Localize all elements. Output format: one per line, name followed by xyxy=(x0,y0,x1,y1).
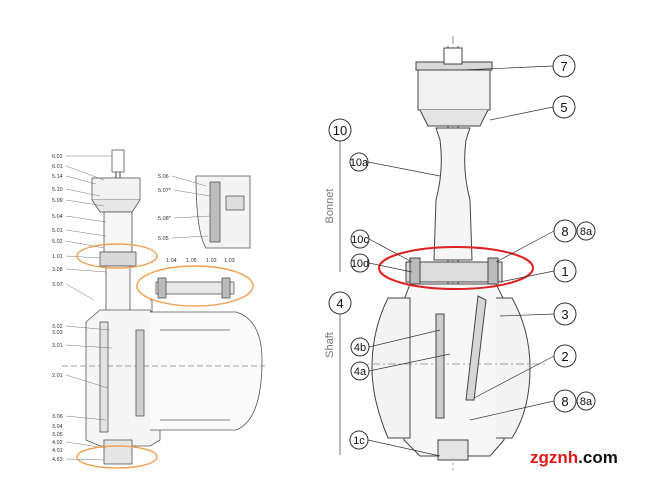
callout-8a: 8a xyxy=(580,226,593,238)
label-3-08: 3.08 xyxy=(52,267,63,273)
left-leader-lines xyxy=(65,155,113,461)
inset-leaders xyxy=(171,175,211,239)
callout-texts: 10 10a 10c 10d 4 4b 4a 1c 7 5 8 8a 1 3 2… xyxy=(333,59,593,447)
watermark-suffix: .com xyxy=(578,448,618,467)
callout-8a-lower: 8a xyxy=(580,396,593,408)
label-5-08: 5.08* xyxy=(158,216,172,222)
callout-10c: 10c xyxy=(351,234,369,246)
label-4-02: 4.02 xyxy=(52,440,63,446)
label-2-01: 2.01 xyxy=(52,373,63,379)
label-3-01: 3.01 xyxy=(52,343,63,349)
callout-1: 1 xyxy=(561,264,568,279)
label-3-05: 3.05 xyxy=(52,432,63,438)
label-6-01: 6.01 xyxy=(52,164,63,170)
callout-8-lower: 8 xyxy=(561,394,568,409)
label-4-63: 4.63 xyxy=(52,457,63,463)
callout-1c: 1c xyxy=(353,435,365,447)
callout-5: 5 xyxy=(560,100,567,115)
left-highlights xyxy=(76,243,254,469)
callout-8: 8 xyxy=(561,224,568,239)
highlight-packing-ellipse xyxy=(76,243,158,269)
label-5-09: 5.09 xyxy=(52,198,63,204)
label-5-06: 5.06 xyxy=(158,174,169,180)
watermark: zgznh.com xyxy=(530,448,618,467)
callouts xyxy=(328,54,596,450)
watermark-brand: zgznh xyxy=(530,448,578,467)
left-label-column: 6.02 6.01 5.14 5.10 5.09 5.04 5.01 5.02 … xyxy=(52,154,63,463)
label-1-05: 1.05 xyxy=(186,258,197,264)
bonnet-flange-highlight xyxy=(378,246,534,290)
label-4-01: 4.01 xyxy=(52,448,63,454)
right-valve-drawing xyxy=(356,36,548,470)
label-5-02: 5.02 xyxy=(52,239,63,245)
callout-leaders xyxy=(367,65,555,457)
callout-10: 10 xyxy=(333,123,347,138)
label-5-10: 5.10 xyxy=(52,187,63,193)
callout-7: 7 xyxy=(560,59,567,74)
left-valve-drawing xyxy=(62,149,265,465)
label-3-06: 3.06 xyxy=(52,414,63,420)
callout-10d: 10d xyxy=(351,258,369,270)
bonnet-section-label: Bonnet xyxy=(324,189,336,224)
label-1-01: 1.01 xyxy=(52,254,63,260)
label-1-04: 1.04 xyxy=(166,258,177,264)
highlight-bottom-ellipse xyxy=(76,445,158,469)
label-5-04: 5.04 xyxy=(52,214,63,220)
callout-4a: 4a xyxy=(354,366,367,378)
label-5-07: 5.07* xyxy=(158,188,172,194)
label-6-02: 6.02 xyxy=(52,154,63,160)
label-1-02: 1.02 xyxy=(206,258,217,264)
label-1-03: 1.03 xyxy=(224,258,235,264)
label-5-05: 5.05 xyxy=(158,236,169,242)
callout-10a: 10a xyxy=(350,157,369,169)
label-3-04: 3.04 xyxy=(52,424,63,430)
highlight-flange-ellipse xyxy=(136,265,254,307)
callout-circle-10 xyxy=(328,118,352,142)
label-5-01: 5.01 xyxy=(52,228,63,234)
shaft-section-label: Shaft xyxy=(324,332,336,358)
label-3-07: 3.07 xyxy=(52,282,63,288)
callout-2: 2 xyxy=(561,349,568,364)
label-5-14: 5.14 xyxy=(52,174,63,180)
label-3-02: 3.02 xyxy=(52,324,63,330)
callout-4b: 4b xyxy=(354,342,366,354)
callout-4: 4 xyxy=(336,296,343,311)
callout-3: 3 xyxy=(561,307,568,322)
label-3-03: 3.03 xyxy=(52,330,63,336)
